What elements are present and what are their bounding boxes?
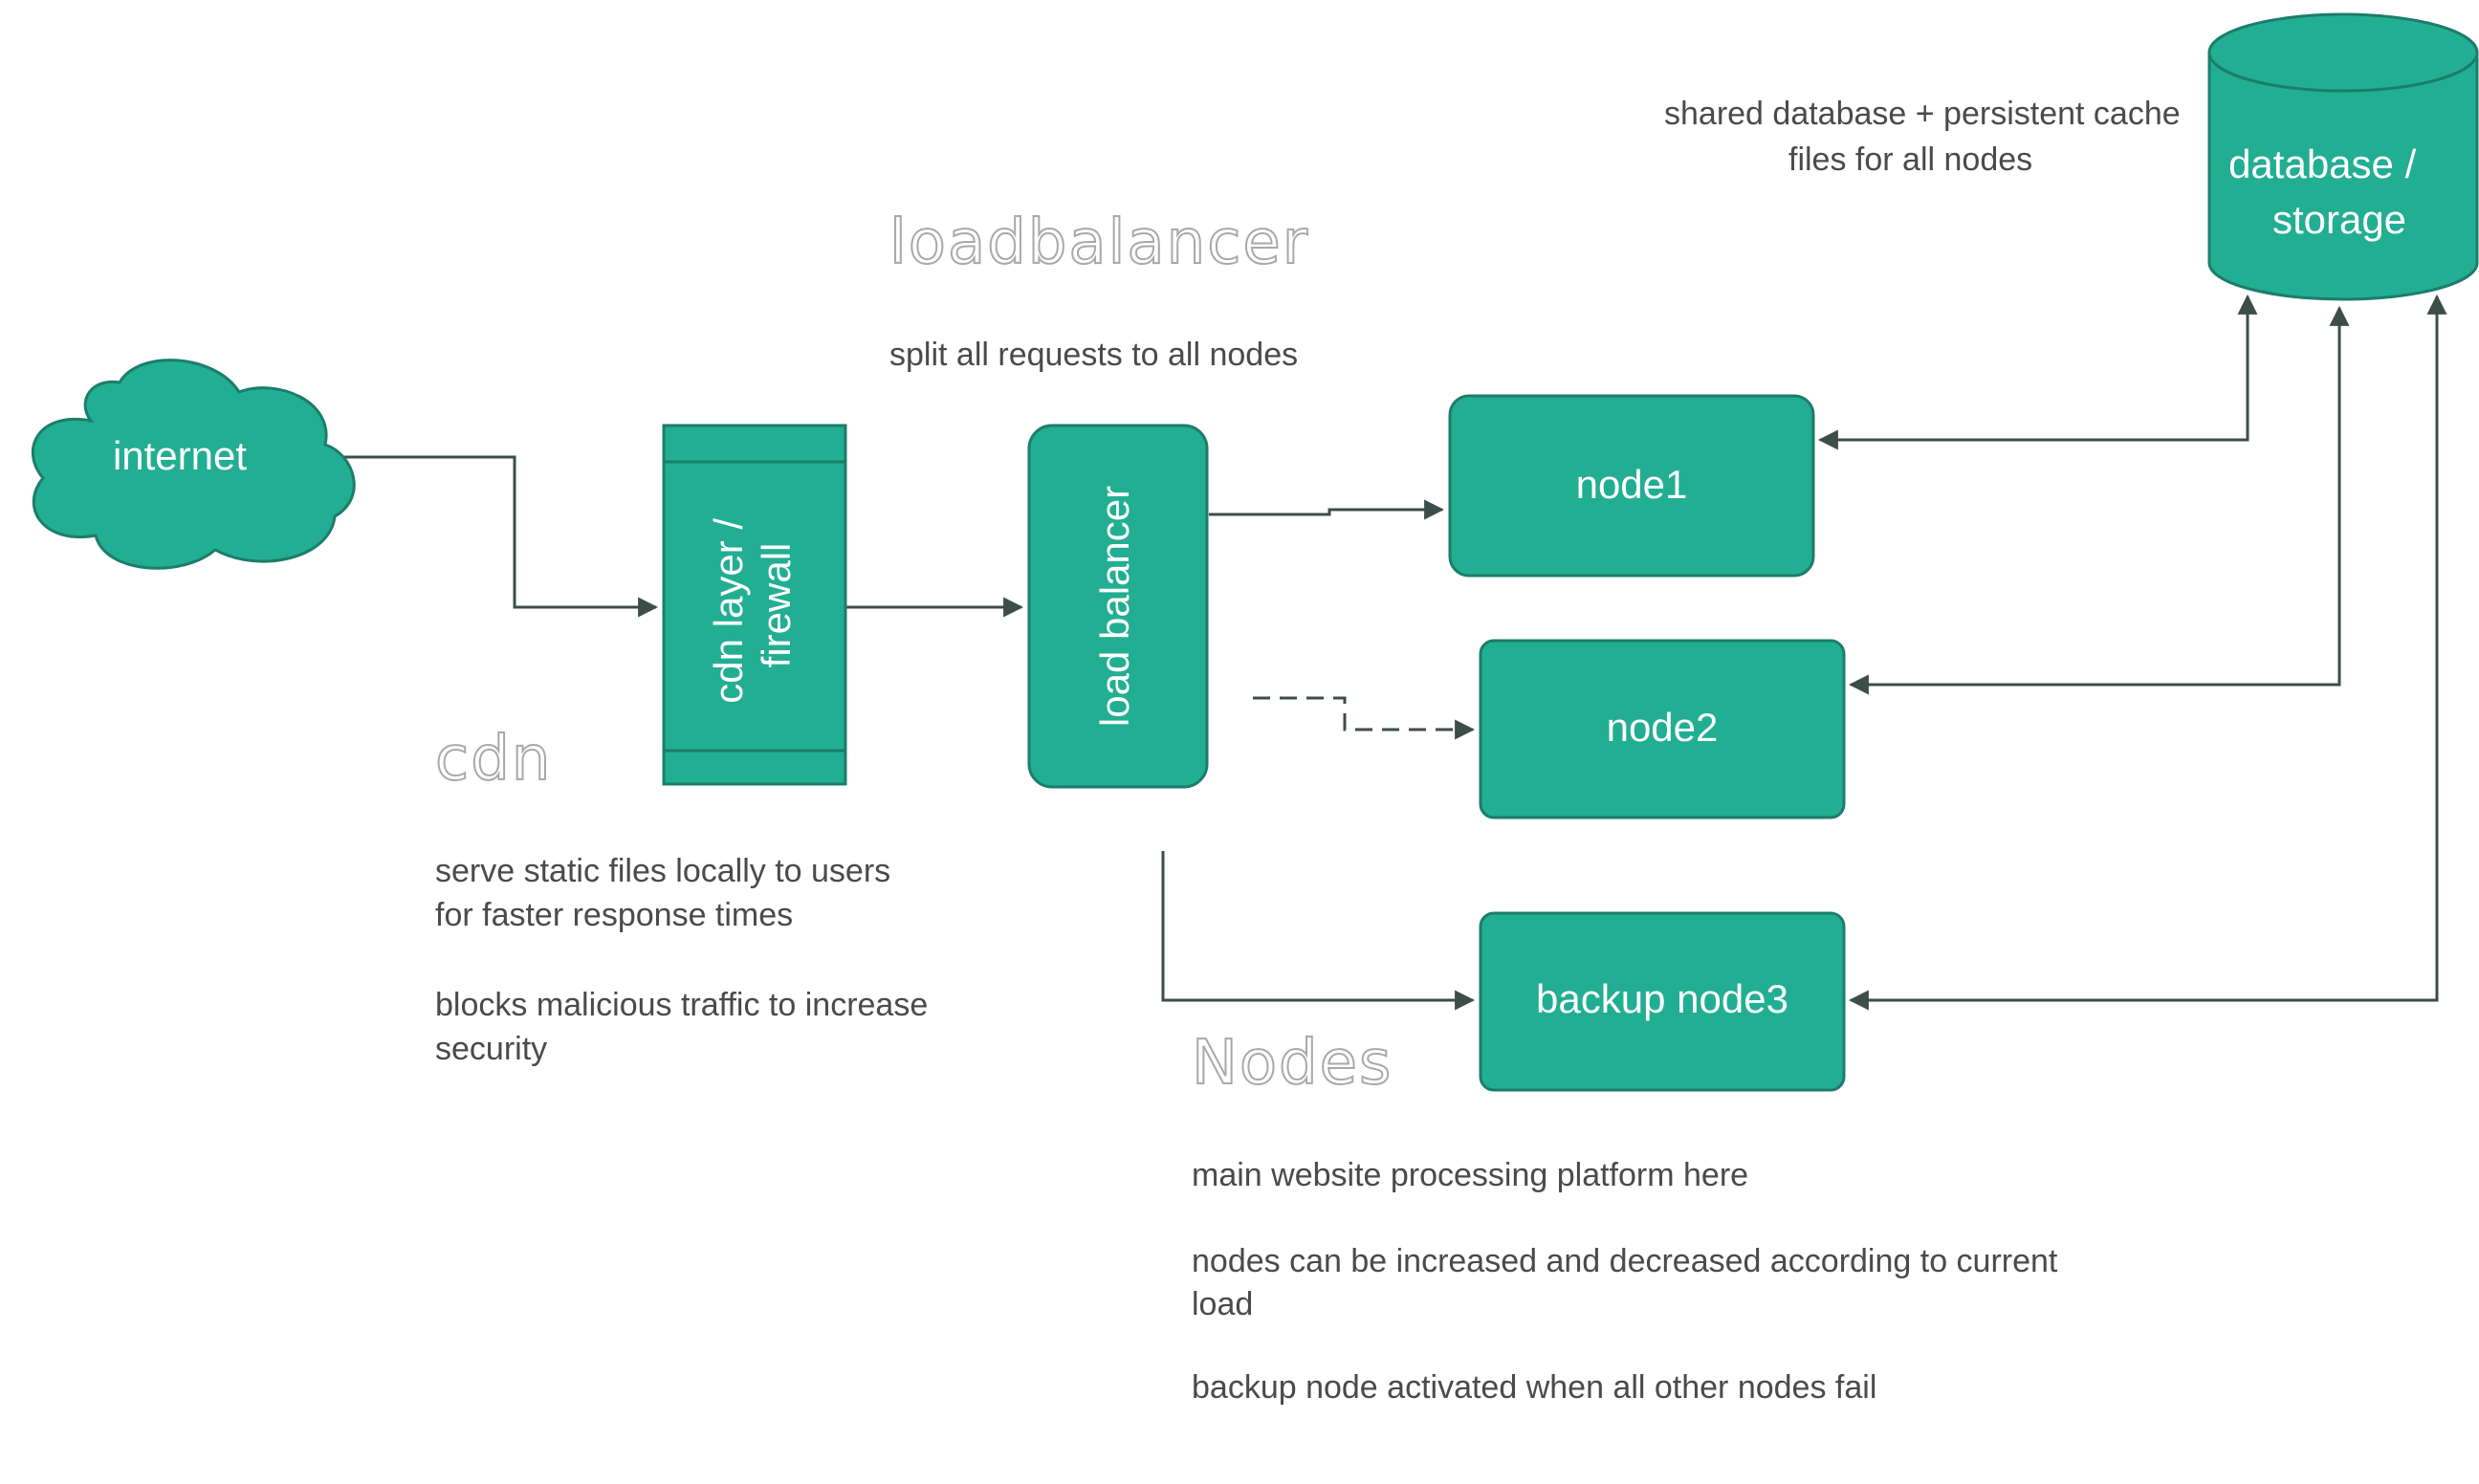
note-cdn-1-line1: serve static files locally to users [435, 853, 890, 889]
note-cdn-2-line2: security [435, 1031, 547, 1067]
load-balancer-node[interactable]: load balancer [1027, 424, 1209, 789]
load-balancer-shape [1027, 424, 1209, 789]
database-cylinder-top [2207, 12, 2479, 93]
note-nodes-1-line1: main website processing platform here [1192, 1157, 1748, 1193]
note-nodes-2-line2: load [1192, 1286, 1253, 1322]
node2-label: node2 [1607, 705, 1719, 750]
node1-label: node1 [1576, 462, 1688, 507]
cdn-firewall-shape [662, 424, 847, 786]
edge-load-balancer-to-node1 [1209, 499, 1445, 520]
cloud-shape [32, 359, 356, 570]
note-cdn-2-line1: blocks malicious traffic to increase [435, 987, 928, 1023]
edge-load-balancer-to-node2 [1253, 696, 1476, 740]
note-database-line2: files for all nodes [1788, 142, 2032, 178]
heading-loadbalancer: loadbalancer [889, 207, 1309, 278]
note-cdn-1-line2: for faster response times [435, 897, 793, 933]
node2-shape [1479, 639, 1846, 819]
edge-node2-database [1848, 305, 2350, 695]
internet-cloud-node[interactable]: internet [32, 359, 356, 570]
node1-shape [1448, 394, 1815, 578]
database-label: database / storage [2228, 142, 2427, 242]
load-balancer-label: load balancer [1092, 486, 1137, 727]
edge-node3-database [1848, 294, 2447, 1011]
node3-label: backup node3 [1536, 976, 1788, 1021]
edge-internet-to-cdn [335, 455, 659, 618]
database-storage-node[interactable]: database / storage [2207, 12, 2479, 301]
edges [335, 294, 2447, 1011]
internet-label: internet [113, 433, 247, 478]
cdn-firewall-node[interactable]: cdn layer / firewall [662, 424, 847, 786]
note-loadbalancer: split all requests to all nodes [889, 337, 1298, 373]
node3[interactable]: backup node3 [1479, 911, 1846, 1092]
node2[interactable]: node2 [1479, 639, 1846, 819]
database-cylinder-body [2207, 53, 2479, 301]
note-database-line1: shared database + persistent cache [1664, 96, 2181, 132]
note-nodes-2-line1: nodes can be increased and decreased acc… [1192, 1243, 2058, 1279]
cdn-firewall-label: cdn layer / firewall [706, 507, 799, 703]
note-nodes-3-line1: backup node activated when all other nod… [1192, 1369, 1876, 1406]
edge-load-balancer-to-node3 [1161, 851, 1476, 1011]
heading-cdn: cdn [435, 724, 552, 795]
node3-shape [1479, 911, 1846, 1092]
heading-nodes: Nodes [1192, 1028, 1393, 1099]
node1[interactable]: node1 [1448, 394, 1815, 578]
edge-node1-database [1817, 294, 2258, 450]
